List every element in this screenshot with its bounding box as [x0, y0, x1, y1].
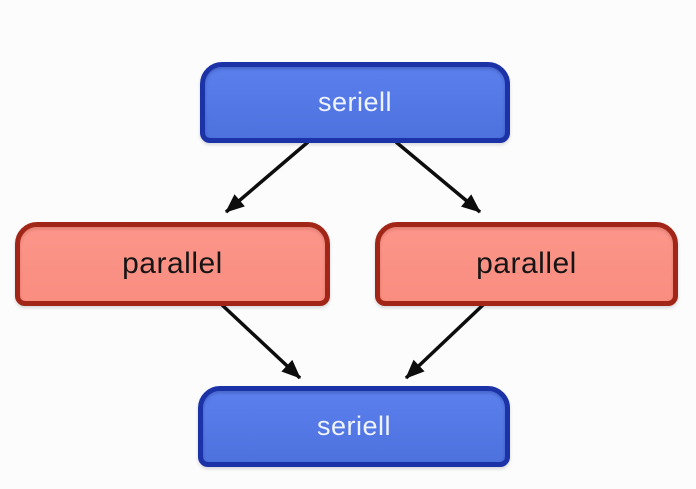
- arrow-top-to-left: [224, 140, 310, 214]
- node-seriell-top-label: seriell: [317, 87, 393, 117]
- arrow-top-to-right: [394, 140, 482, 214]
- node-seriell-top: seriell: [200, 62, 510, 143]
- node-parallel-right: parallel: [375, 222, 678, 306]
- node-parallel-left: parallel: [15, 222, 330, 306]
- arrow-left-to-bottom: [219, 302, 302, 380]
- node-seriell-bottom-label: seriell: [316, 411, 392, 441]
- node-parallel-right-label: parallel: [476, 247, 577, 280]
- node-seriell-bottom: seriell: [198, 386, 510, 467]
- node-parallel-left-label: parallel: [122, 247, 223, 280]
- arrow-right-to-bottom: [404, 302, 486, 380]
